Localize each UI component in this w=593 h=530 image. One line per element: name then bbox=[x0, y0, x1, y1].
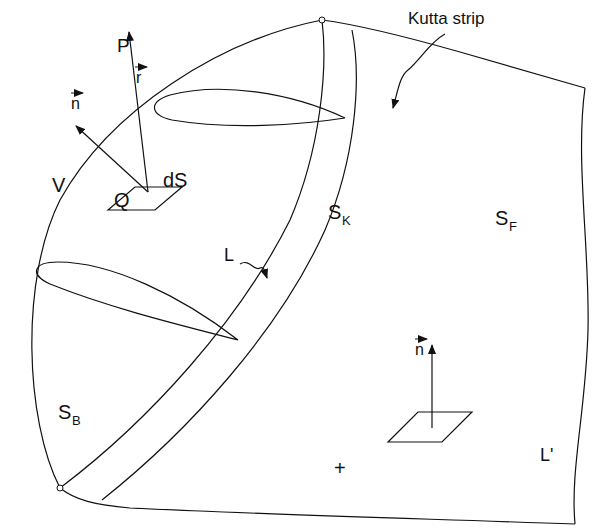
wake-far-edge bbox=[574, 88, 588, 524]
leader-line bbox=[240, 262, 267, 278]
surface-label: S bbox=[495, 208, 508, 228]
point-label: Q bbox=[114, 190, 130, 210]
line-label: L' bbox=[540, 446, 553, 464]
airfoil-section bbox=[37, 262, 238, 340]
corner-dot bbox=[57, 485, 63, 491]
airfoil-section bbox=[154, 89, 345, 125]
kutta-strip-edge bbox=[102, 30, 356, 500]
normal-vector bbox=[431, 345, 432, 428]
surface-subscript: F bbox=[509, 220, 517, 233]
vector-mark bbox=[415, 339, 427, 340]
surface-label: S bbox=[328, 202, 341, 222]
caption-label: Kutta strip bbox=[408, 10, 485, 27]
leader-line bbox=[393, 34, 445, 108]
vector-mark bbox=[71, 93, 83, 94]
vector-label: n bbox=[71, 96, 80, 112]
wake-panel bbox=[388, 412, 472, 442]
surface-subscript: K bbox=[342, 214, 351, 227]
wake-edge bbox=[322, 20, 585, 88]
region-label: V bbox=[52, 175, 65, 195]
point-label: P bbox=[117, 36, 130, 55]
body-edge bbox=[32, 20, 322, 488]
position-vector bbox=[129, 32, 148, 192]
line-label: L bbox=[224, 246, 234, 264]
corner-dot bbox=[319, 17, 325, 23]
vector-label: r bbox=[136, 70, 141, 86]
surface-subscript: B bbox=[72, 414, 81, 427]
vector-mark bbox=[135, 67, 147, 68]
panel-label: dS bbox=[163, 170, 187, 190]
panel-ds bbox=[108, 187, 182, 210]
vector-label: n bbox=[415, 342, 424, 358]
sign-label: + bbox=[334, 458, 346, 478]
wake-edge bbox=[60, 488, 575, 524]
normal-vector bbox=[76, 126, 148, 192]
surface-label: S bbox=[58, 402, 71, 422]
